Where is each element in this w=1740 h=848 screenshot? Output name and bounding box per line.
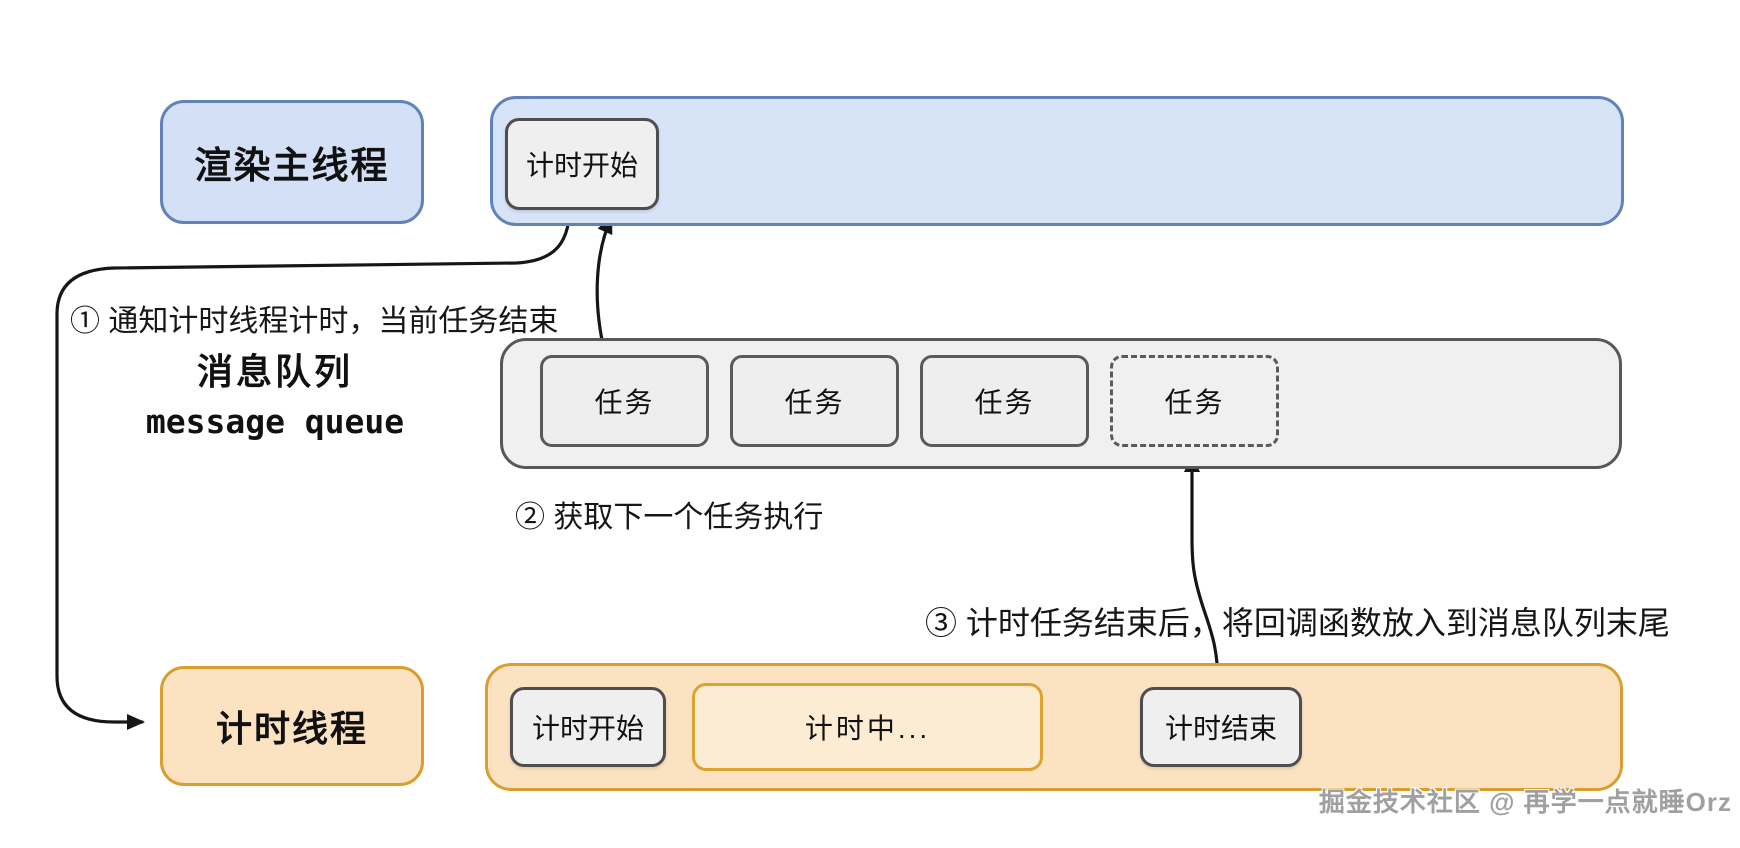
- annotation-step2: ② 获取下一个任务执行: [515, 501, 824, 534]
- timer-start-chip-top-text: 计时开始: [525, 150, 638, 181]
- timing-start-chip-text: 计时开始: [531, 713, 644, 744]
- render-main-thread-text: 渲染主线程: [194, 145, 390, 186]
- callback-to-queue-arrow: [1184, 454, 1220, 688]
- notify-timer-arrow: [55, 201, 572, 730]
- timing-start-chip: 计时开始: [510, 687, 666, 767]
- task-box-4-text: 任务: [1164, 387, 1225, 418]
- annotation-step3: ③ 计时任务结束后，将回调函数放入到消息队列末尾: [925, 605, 1670, 641]
- timing-in-progress-chip: 计时中...: [692, 683, 1043, 771]
- timer-thread-lane: [485, 663, 1623, 791]
- task-box-1: 任务: [540, 355, 709, 447]
- timer-start-chip-top: 计时开始: [505, 118, 659, 210]
- task-box-3: 任务: [920, 355, 1089, 447]
- message-queue-label-zh: 消息队列: [196, 351, 353, 392]
- task-box-2-text: 任务: [784, 387, 845, 418]
- render-main-thread-label: 渲染主线程: [160, 100, 424, 224]
- annotation-step1: ① 通知计时线程计时，当前任务结束: [70, 305, 559, 338]
- next-task-arrow: [595, 215, 613, 356]
- task-box-2: 任务: [730, 355, 899, 447]
- timer-thread-label: 计时线程: [160, 666, 424, 786]
- timing-in-progress-text: 计时中...: [804, 713, 931, 744]
- timing-end-chip-text: 计时结束: [1164, 713, 1277, 744]
- watermark: 掘金技术社区 @ 再学一点就睡Orz: [1318, 787, 1732, 817]
- task-box-1-text: 任务: [594, 387, 655, 418]
- task-box-3-text: 任务: [974, 387, 1035, 418]
- message-queue-label: 消息队列 message queue: [110, 350, 440, 444]
- timer-thread-text: 计时线程: [215, 708, 368, 749]
- render-main-thread-lane: [490, 96, 1624, 226]
- task-box-4-pending: 任务: [1110, 355, 1279, 447]
- message-queue-label-en: message queue: [145, 402, 405, 441]
- timing-end-chip: 计时结束: [1140, 687, 1302, 767]
